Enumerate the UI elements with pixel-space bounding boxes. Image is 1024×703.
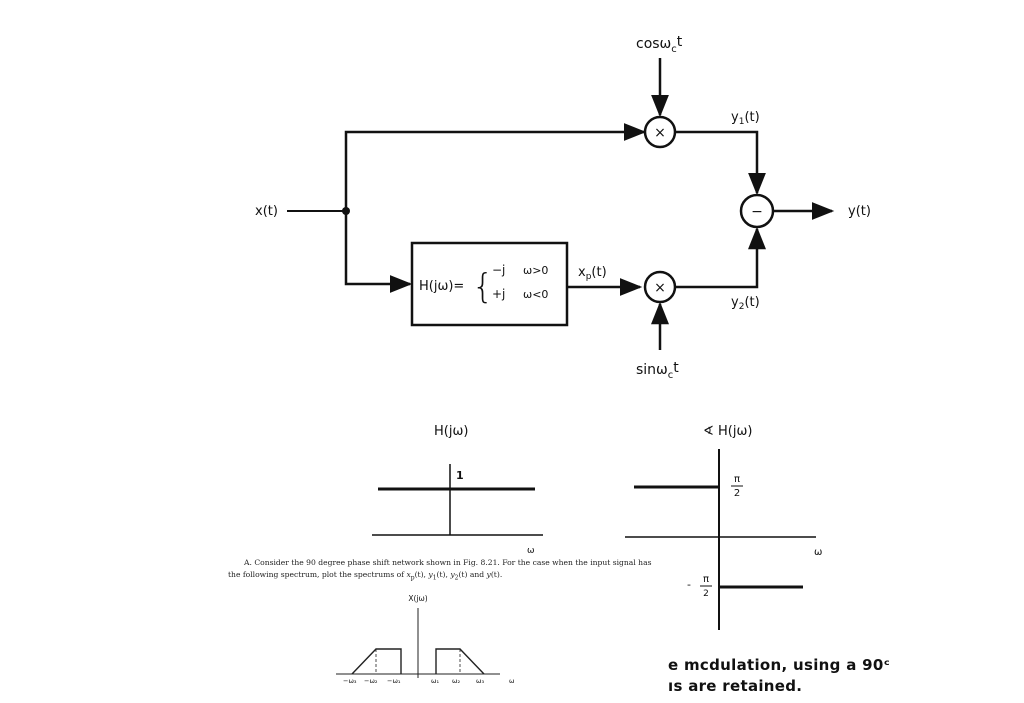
hilbert-filter-box: [410, 241, 569, 327]
magnitude-title: H(jω): [434, 424, 468, 439]
svg-text:2: 2: [703, 589, 709, 599]
spectrum-tick: ω₃: [476, 677, 484, 685]
filter-row2-cond: ω<0: [523, 288, 548, 301]
filter-lhs: H(jω)=: [419, 279, 464, 294]
spectrum-negative-lobe: [351, 648, 402, 675]
filter-row1-cond: ω>0: [523, 264, 548, 277]
spectrum-tick: ω: [509, 677, 514, 685]
filter-brace: {: [472, 267, 494, 307]
carrier-top-label: cosωct: [636, 34, 683, 55]
svg-text:π: π: [703, 574, 709, 585]
spectrum-tick-labels: −ω₃ −ω₂ −ω₁ ω₁ ω₂ ω₃ ω: [343, 677, 514, 685]
phase-axis-label: ω: [814, 547, 822, 558]
input-label: x(t): [255, 204, 278, 219]
filter-row2-value: +j: [492, 287, 505, 301]
svg-text:-: -: [687, 578, 691, 591]
spectrum-tick: −ω₂: [364, 677, 378, 685]
spectrum-tick: −ω₃: [343, 677, 357, 685]
svg-text:2: 2: [734, 488, 740, 499]
svg-text:π: π: [734, 474, 740, 485]
phase-plot: [625, 449, 816, 630]
phase-negative-label: - π 2: [687, 574, 712, 599]
spectrum-tick: ω₁: [431, 677, 439, 685]
xp-label: xp(t): [578, 265, 607, 282]
spectrum-tick: −ω₁: [387, 677, 401, 685]
caption-line-1: e mcdulation, using a 90ᶜ: [668, 656, 891, 674]
block-diagram-labels: x(t) y(t) cosωct sinωct y1(t) y2(t) xp(t…: [255, 34, 871, 381]
phase-positive-label: π 2: [731, 474, 743, 499]
magnitude-plot: [372, 464, 543, 536]
spectrum-plot: [336, 608, 500, 678]
spectrum-title: X(jω): [408, 594, 427, 603]
lower-multiplier-symbol: ×: [654, 280, 666, 296]
y1-wire: [675, 130, 766, 196]
upper-multiplier-symbol: ×: [654, 125, 666, 141]
y2-label: y2(t): [731, 295, 760, 312]
y1-label: y1(t): [731, 110, 760, 127]
summer-symbol: −: [751, 204, 763, 220]
spectrum-positive-lobe: [435, 648, 485, 675]
block-diagram: [287, 58, 835, 350]
caption-line-2: ıs are retained.: [668, 677, 803, 695]
filter-row1-value: −j: [492, 263, 505, 277]
y2-wire: [675, 226, 766, 289]
lower-branch-wire: [344, 211, 413, 293]
magnitude-level-label: 1: [456, 469, 464, 482]
upper-branch-wire: [344, 123, 647, 211]
spectrum-tick: ω₂: [452, 677, 460, 685]
output-label: y(t): [848, 204, 871, 219]
carrier-bottom-label: sinωct: [636, 360, 679, 381]
phase-title: ∢ H(jω): [703, 424, 752, 439]
problem-statement: A. Consider the 90 degree phase shift ne…: [228, 558, 652, 582]
magnitude-axis-label: ω: [527, 546, 535, 556]
